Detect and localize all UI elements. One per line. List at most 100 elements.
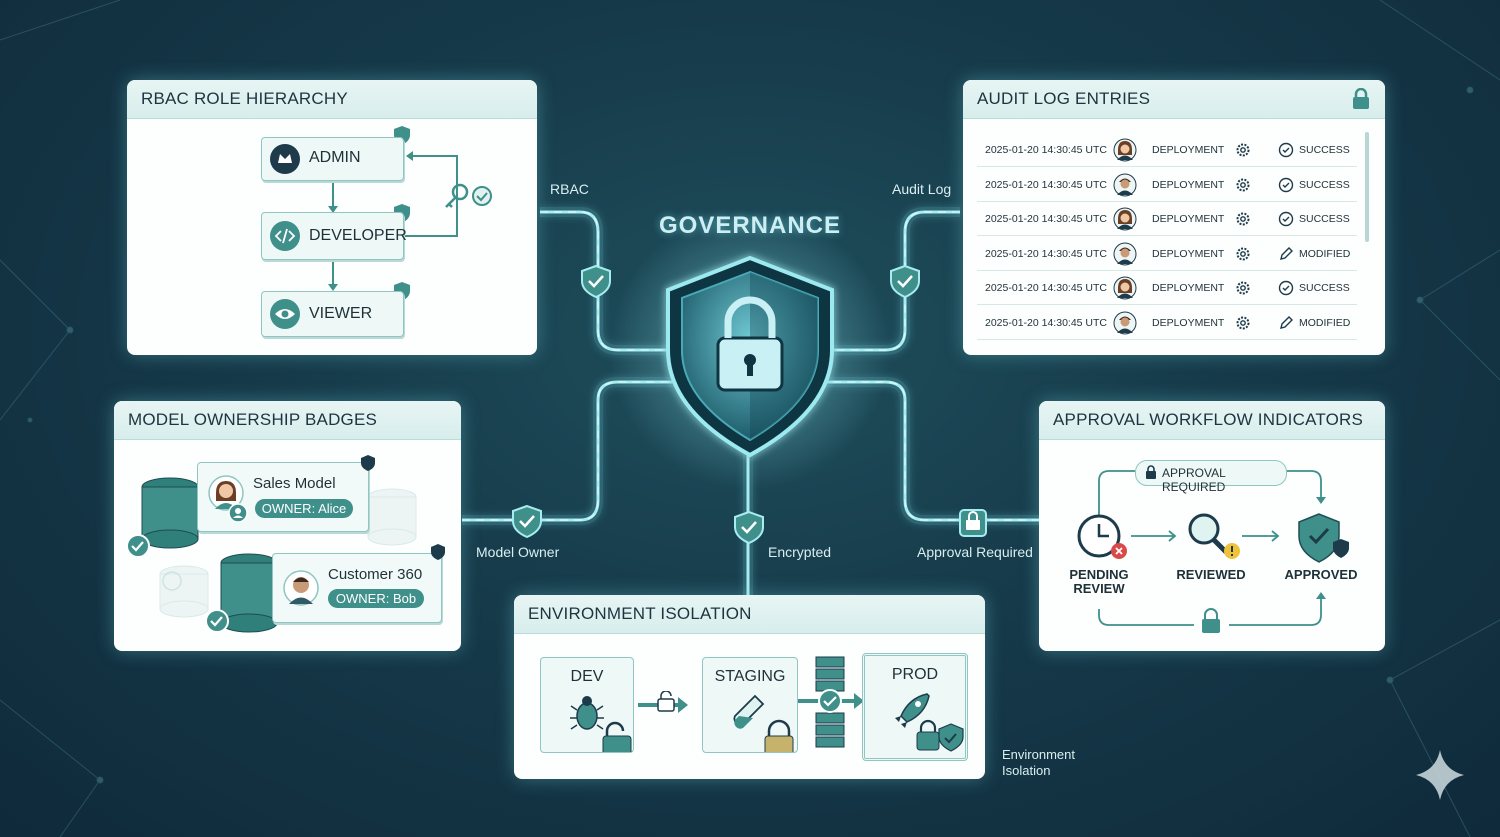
audit-action: DEPLOYMENT (1152, 213, 1225, 226)
audit-status: MODIFIED (1299, 247, 1351, 260)
audit-action: DEPLOYMENT (1152, 247, 1225, 260)
role-viewer-label: VIEWER (309, 305, 373, 322)
approved-shield-icon (1298, 513, 1349, 563)
check-icon (472, 186, 492, 206)
audit-log-row[interactable]: 2025-01-20 14:30:45 UTC DEPLOYMENT SUCCESS (977, 169, 1357, 202)
audit-timestamp: 2025-01-20 14:30:45 UTC (985, 282, 1107, 295)
approval-panel: APPROVAL WORKFLOW INDICATORS (1039, 401, 1385, 651)
audit-timestamp: 2025-01-20 14:30:45 UTC (985, 247, 1107, 260)
ownership-panel-title: MODEL OWNERSHIP BADGES (114, 401, 461, 440)
check-circle-icon (1278, 281, 1294, 296)
clock-icon (1077, 514, 1127, 559)
sales-model-name: Sales Model (253, 475, 336, 492)
approval-required-badge: APPROVAL REQUIRED (1135, 460, 1287, 494)
audit-log-row[interactable]: 2025-01-20 14:30:45 UTC DEPLOYMENT MODIFIE… (977, 307, 1357, 340)
governance-title: GOVERNANCE (658, 212, 842, 239)
customer-360-owner: OWNER: Bob (328, 589, 424, 608)
gear-icon (1236, 281, 1250, 295)
customer-360-name: Customer 360 (328, 566, 423, 583)
gear-icon (1236, 143, 1250, 157)
magnifier-icon (1188, 513, 1240, 559)
governance-shield-icon (610, 210, 890, 490)
key-icon (445, 183, 469, 208)
audit-status: MODIFIED (1299, 317, 1351, 329)
gear-icon (1236, 247, 1250, 261)
role-developer-label: DEVELOPER (309, 227, 407, 244)
role-viewer[interactable]: VIEWER (261, 291, 404, 337)
audit-status: SUCCESS (1299, 178, 1350, 191)
gear-icon (1236, 212, 1250, 226)
user-avatar-icon (1113, 311, 1137, 335)
pencil-icon (1280, 316, 1293, 329)
rocket-icon (895, 693, 964, 752)
role-admin[interactable]: ADMIN (261, 137, 404, 181)
sales-model-owner: OWNER: Alice (255, 499, 353, 518)
env-dev[interactable]: DEV (540, 657, 634, 753)
audit-scrollbar[interactable] (1365, 132, 1369, 242)
environment-panel-title: ENVIRONMENT ISOLATION (514, 595, 985, 634)
approval-connector-label: Approval Required (917, 544, 1033, 560)
badge-sales-model[interactable]: Sales Model OWNER: Alice (197, 462, 369, 532)
badge-customer-360[interactable]: Customer 360 OWNER: Bob (272, 553, 442, 623)
audit-status: SUCCESS (1299, 213, 1350, 226)
user-avatar-icon (1113, 207, 1137, 231)
bottom-lock-icon (1202, 608, 1220, 633)
audit-log-row[interactable]: 2025-01-20 14:30:45 UTC DEPLOYMENT MODIFIE… (977, 238, 1357, 271)
track-shield-icons (512, 264, 987, 545)
audit-status: SUCCESS (1299, 282, 1350, 295)
environment-panel: ENVIRONMENT ISOLATION DEV STAGING (514, 595, 985, 779)
sparkle-icon (1416, 750, 1464, 800)
audit-timestamp: 2025-01-20 14:30:45 UTC (985, 317, 1107, 329)
audit-panel: AUDIT LOG ENTRIES 2025-01-20 14:30:45 UT… (963, 80, 1385, 355)
audit-timestamp: 2025-01-20 14:30:45 UTC (985, 213, 1107, 226)
env-prod-label: PROD (891, 666, 939, 683)
audit-action: DEPLOYMENT (1152, 178, 1225, 191)
firewall-icon (798, 656, 864, 748)
env-dev-label: DEV (570, 668, 604, 685)
audit-log-row[interactable]: 2025-01-20 14:30:45 UTC DEPLOYMENT SUCCESS (977, 272, 1357, 306)
eye-icon (270, 299, 300, 329)
env-prod[interactable]: PROD (862, 653, 968, 761)
check-circle-icon (1278, 142, 1294, 158)
badge-shield-icon-2 (431, 544, 445, 560)
env-staging[interactable]: STAGING (702, 657, 798, 753)
rbac-panel-title: RBAC ROLE HIERARCHY (127, 80, 537, 119)
audit-action: DEPLOYMENT (1152, 144, 1225, 156)
avatar-bob (283, 570, 319, 606)
reviewed-label: REVIEWED (1176, 567, 1246, 582)
user-avatar-icon (1113, 138, 1137, 162)
approval-panel-title: APPROVAL WORKFLOW INDICATORS (1039, 401, 1385, 440)
env-connector-label-1: Environment (1002, 747, 1075, 762)
bug-icon (570, 696, 632, 752)
user-avatar-icon (1113, 242, 1137, 266)
avatar-alice (208, 475, 244, 511)
code-icon (270, 221, 300, 251)
rbac-panel: RBAC ROLE HIERARCHY ADMIN (127, 80, 537, 355)
audit-connector-label: Audit Log (892, 181, 952, 197)
crown-icon (270, 144, 300, 174)
pending-label-2: REVIEW (1073, 581, 1125, 596)
unlock-arrow-icon (638, 691, 688, 713)
database-icons (126, 477, 417, 633)
audit-action: DEPLOYMENT (1152, 317, 1225, 329)
role-developer[interactable]: DEVELOPER (261, 212, 407, 260)
audit-log-row[interactable]: 2025-01-20 14:30:45 UTC DEPLOYMENT SUCCESS (977, 203, 1357, 237)
user-badge-icon (228, 503, 248, 523)
rbac-connector-label: RBAC (550, 181, 589, 197)
pencil-icon (1280, 246, 1293, 260)
audit-status: SUCCESS (1299, 144, 1350, 156)
test-tube-icon (733, 694, 794, 752)
audit-timestamp: 2025-01-20 14:30:45 UTC (985, 178, 1107, 191)
approval-required-text: APPROVAL REQUIRED (1162, 466, 1226, 494)
workflow-diagram (1077, 470, 1349, 633)
gear-icon (1236, 316, 1250, 330)
badge-shield-icon (361, 455, 375, 471)
check-circle-icon (1278, 211, 1294, 227)
approved-label: APPROVED (1284, 567, 1358, 582)
ownership-panel: MODEL OWNERSHIP BADGES (114, 401, 461, 651)
audit-action: DEPLOYMENT (1152, 282, 1225, 295)
small-lock-icon (1146, 465, 1156, 479)
env-staging-label: STAGING (714, 668, 786, 685)
